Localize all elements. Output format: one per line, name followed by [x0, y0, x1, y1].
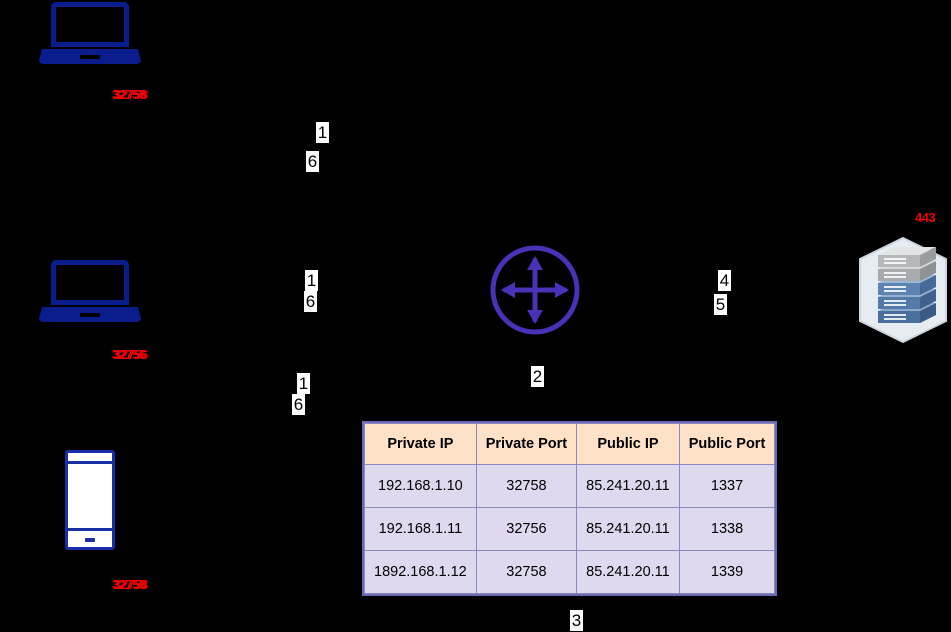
port-label-laptop-top: 32758: [112, 87, 146, 102]
server-stack-icon: [859, 236, 947, 344]
step-badge-table-note: 3: [570, 610, 583, 631]
server-node: [858, 236, 948, 348]
table-row: 192.168.1.10 32758 85.241.20.11 1337: [364, 464, 776, 508]
port-label-phone-bottom-shadow: 32758: [114, 577, 148, 592]
cell-public-ip: 85.241.20.11: [576, 464, 680, 508]
port-label-laptop-top-shadow: 32758: [114, 87, 148, 102]
step-badge-bottom-in: 6: [292, 394, 305, 415]
column-header-public-ip: Public IP: [576, 423, 680, 465]
laptop-screen: [51, 2, 129, 47]
cell-public-port: 1338: [678, 507, 776, 551]
table-row: 192.168.1.11 32756 85.241.20.11 1338: [364, 507, 776, 551]
phone-bottom: [65, 450, 115, 550]
laptop-icon: [38, 2, 142, 64]
laptop-icon: [38, 260, 142, 322]
table-row: 1892.168.1.12 32758 85.241.20.11 1339: [364, 550, 776, 594]
step-badge-top-out: 1: [316, 122, 329, 143]
step-badge-middle-in: 6: [304, 291, 317, 312]
step-badge-router-to-table: 2: [531, 366, 544, 387]
phone-divider: [68, 528, 112, 531]
step-badge-middle-out: 1: [305, 270, 318, 291]
column-header-public-port: Public Port: [678, 423, 776, 465]
cell-private-ip: 1892.168.1.12: [364, 550, 477, 594]
cell-private-ip: 192.168.1.11: [364, 507, 477, 551]
column-header-private-ip: Private IP: [364, 423, 477, 465]
phone-earpiece: [68, 461, 112, 464]
cell-public-ip: 85.241.20.11: [576, 550, 680, 594]
cell-private-port: 32758: [475, 464, 578, 508]
smartphone-icon: [65, 450, 115, 550]
cell-private-port: 32756: [475, 507, 578, 551]
cell-public-port: 1337: [678, 464, 776, 508]
router-node: [489, 244, 581, 341]
table-header-row: Private IP Private Port Public IP Public…: [364, 423, 776, 465]
cell-public-ip: 85.241.20.11: [576, 507, 680, 551]
step-badge-server-to-router: 5: [714, 294, 727, 315]
laptop-touchpad: [80, 313, 100, 317]
port-label-laptop-middle-shadow: 32756: [114, 347, 148, 362]
cell-private-ip: 192.168.1.10: [364, 464, 477, 508]
router-move-icon: [490, 245, 580, 335]
cell-public-port: 1339: [678, 550, 776, 594]
step-badge-bottom-out: 1: [297, 373, 310, 394]
laptop-middle: [38, 260, 142, 322]
nat-translation-table: Private IP Private Port Public IP Public…: [362, 421, 778, 596]
port-label-laptop-middle: 32756: [112, 347, 146, 362]
phone-home-button: [85, 538, 95, 542]
step-badge-router-to-server: 4: [718, 270, 731, 291]
column-header-private-port: Private Port: [475, 423, 578, 465]
port-label-phone-bottom: 32758: [112, 577, 146, 592]
laptop-top: [38, 2, 142, 64]
port-label-server: 443: [915, 210, 936, 225]
cell-private-port: 32758: [475, 550, 578, 594]
step-badge-top-in: 6: [306, 151, 319, 172]
laptop-touchpad: [80, 55, 100, 59]
laptop-screen: [51, 260, 129, 305]
